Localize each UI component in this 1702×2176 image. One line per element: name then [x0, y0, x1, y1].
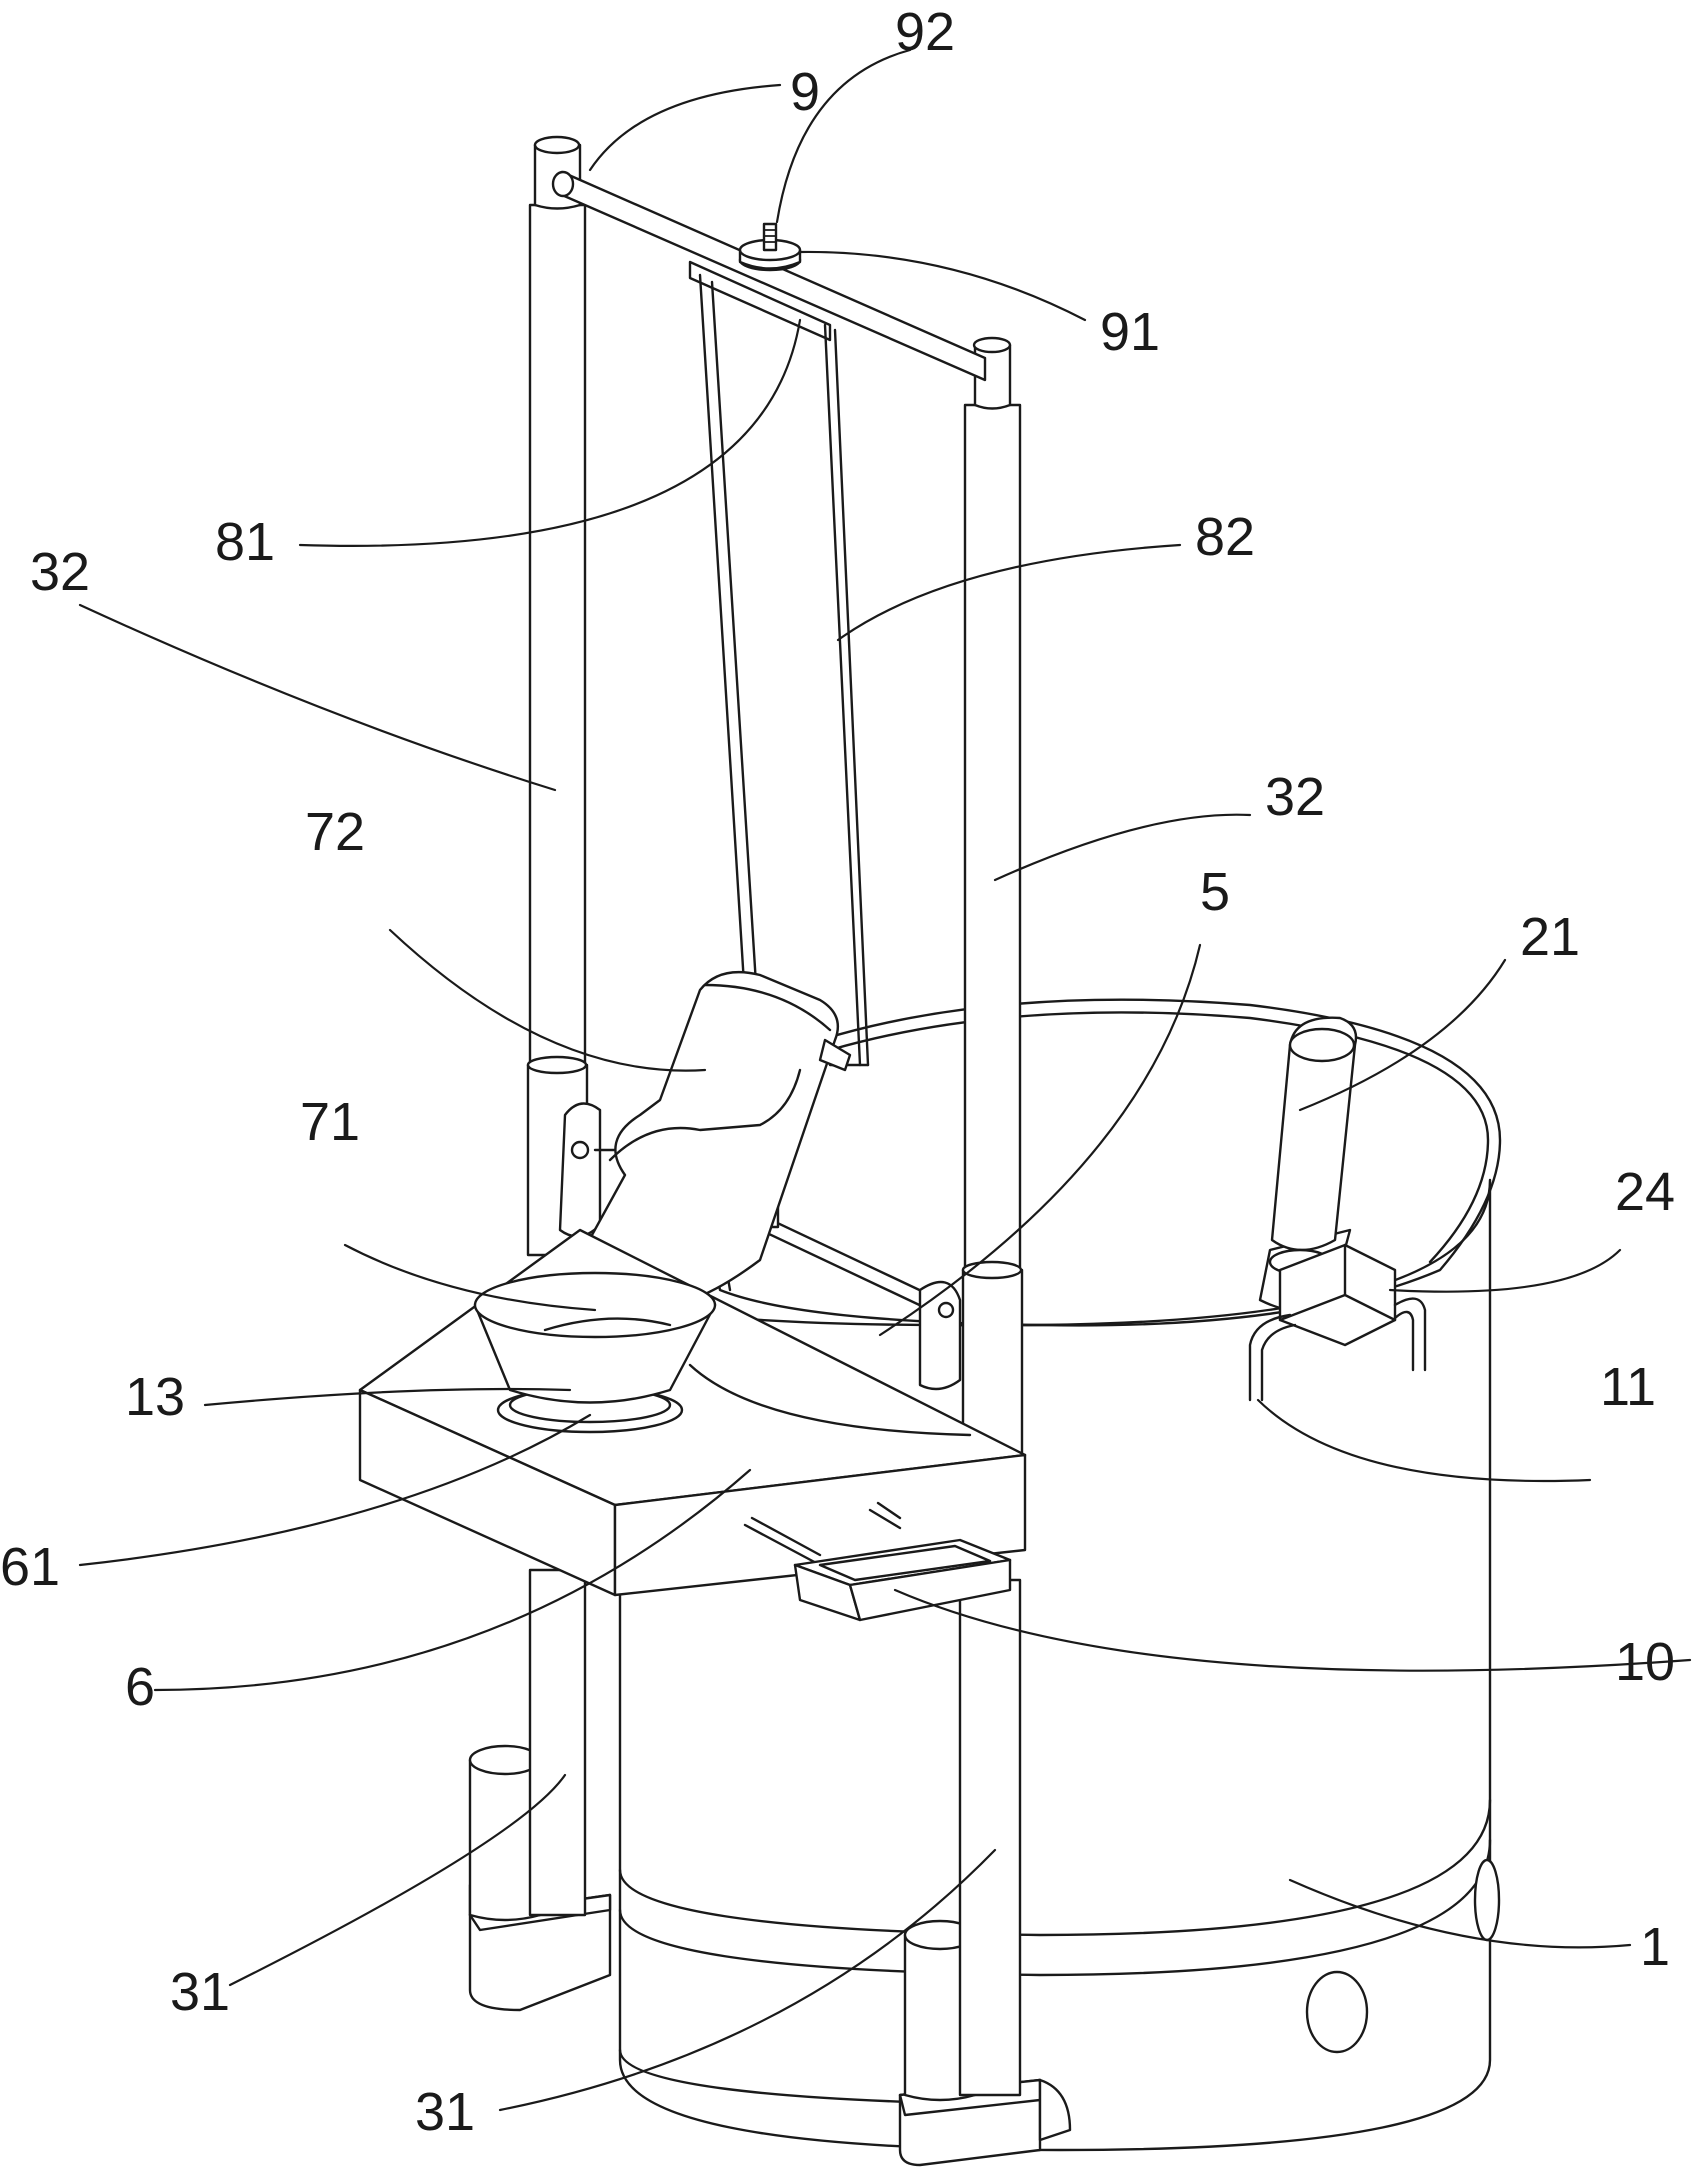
label-24: 24 — [1615, 1162, 1675, 1222]
label-5: 5 — [1200, 862, 1230, 922]
funnel — [473, 1271, 717, 1434]
label-11: 11 — [1600, 1357, 1656, 1417]
upper-rod-right — [961, 336, 1024, 1457]
lower-rod-left — [528, 1568, 587, 1917]
label-21: 21 — [1520, 907, 1580, 967]
upper-rod-left — [526, 135, 589, 1257]
label-91: 91 — [1100, 302, 1160, 362]
side-port-edge — [1473, 1858, 1501, 1942]
label-10: 10 — [1615, 1632, 1675, 1692]
leader-lines — [78, 48, 1692, 2112]
label-32-left: 32 — [30, 542, 90, 602]
hopper-mount — [558, 1102, 642, 1238]
label-9: 9 — [790, 62, 820, 122]
reference-numerals: 92 9 91 81 82 32 32 72 5 21 24 71 13 11 … — [0, 2, 1675, 2142]
label-72: 72 — [305, 802, 365, 862]
label-31-left: 31 — [170, 1962, 230, 2022]
label-81: 81 — [215, 512, 275, 572]
clamp — [1248, 1243, 1427, 1402]
label-61: 61 — [0, 1537, 60, 1597]
top-crossbar — [551, 170, 987, 382]
label-6: 6 — [125, 1657, 155, 1717]
display-panel — [743, 1501, 1012, 1622]
label-32-right: 32 — [1265, 767, 1325, 827]
label-82: 82 — [1195, 507, 1255, 567]
label-31-right: 31 — [415, 2082, 475, 2142]
lower-rod-right — [958, 1578, 1022, 2097]
label-13: 13 — [125, 1367, 185, 1427]
side-port-icon — [1305, 1970, 1369, 2054]
label-92: 92 — [895, 2, 955, 62]
label-1: 1 — [1640, 1917, 1670, 1977]
adjust-knob — [738, 222, 802, 272]
hanging-frame — [698, 273, 870, 1067]
label-71: 71 — [300, 1092, 360, 1152]
